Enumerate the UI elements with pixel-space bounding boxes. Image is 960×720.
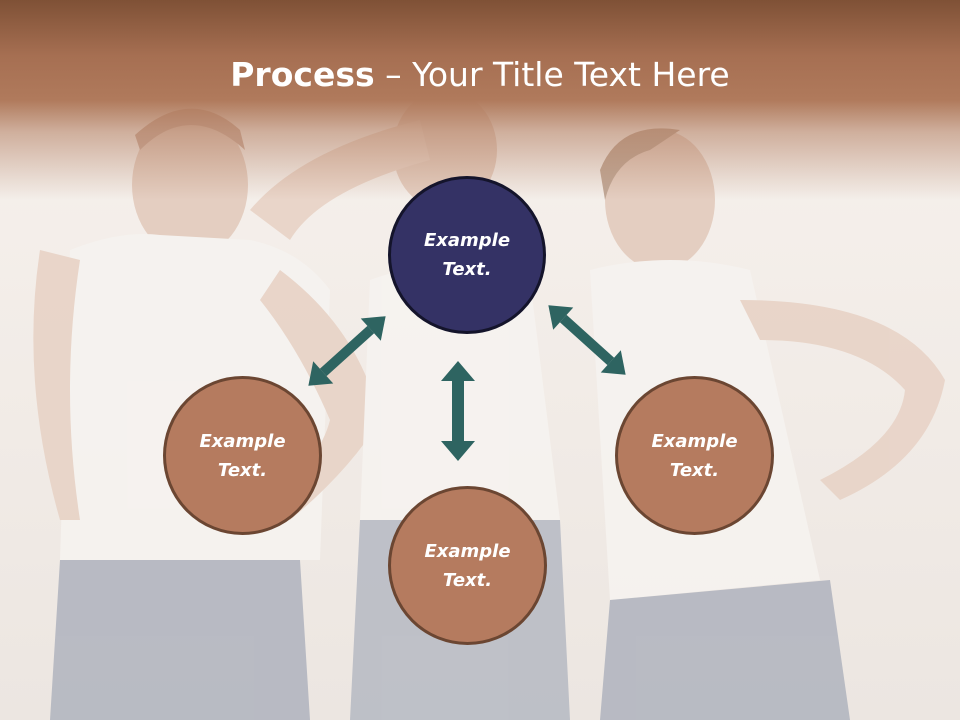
arrow-top-right — [548, 305, 626, 375]
node-left: Example Text. — [163, 376, 322, 535]
node-right-label: Example Text. — [651, 430, 738, 481]
node-bottom-label: Example Text. — [424, 540, 511, 591]
node-top: Example Text. — [388, 176, 546, 334]
arrow-vertical — [441, 361, 475, 461]
node-top-label: Example Text. — [423, 230, 511, 280]
arrow-top-left — [308, 316, 386, 386]
title-banner — [0, 0, 960, 200]
node-right: Example Text. — [615, 376, 774, 535]
node-left-label: Example Text. — [199, 430, 286, 481]
title-bold: Process — [230, 55, 375, 94]
title-rest: – Your Title Text Here — [374, 55, 730, 94]
slide-title: Process – Your Title Text Here — [0, 52, 960, 98]
node-bottom: Example Text. — [388, 486, 547, 645]
